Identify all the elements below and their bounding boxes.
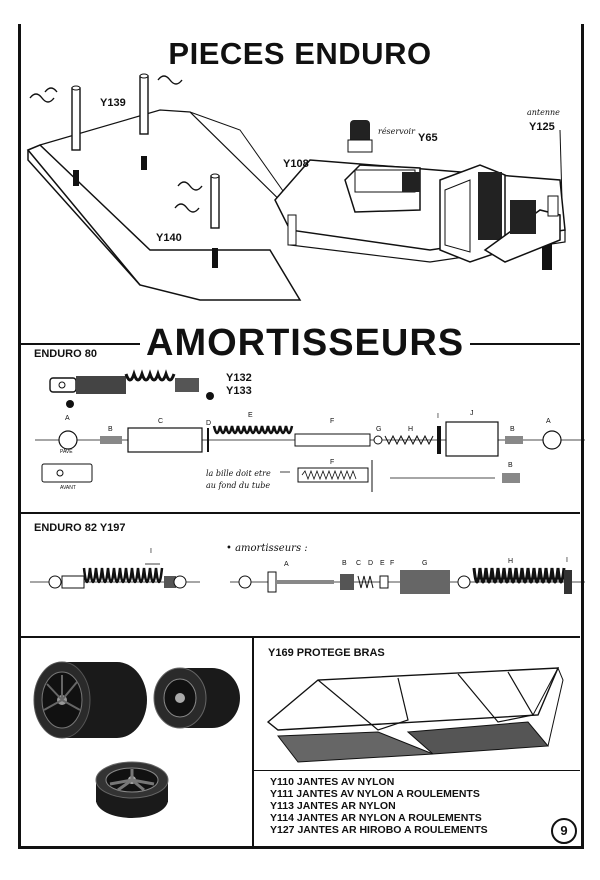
e80-tiny-avant: AVANT	[60, 485, 76, 491]
part-y133: Y133	[226, 385, 252, 397]
e82-letter-a: A	[284, 561, 289, 568]
e82-letter-b: B	[342, 560, 347, 567]
wheels-item-y114: Y114 JANTES AR NYLON A ROULEMENTS	[270, 812, 482, 824]
reservoir-label: réservoir	[378, 127, 415, 136]
e82-letter-g: G	[422, 560, 428, 567]
page-number: 9	[551, 818, 577, 844]
e80-letter-d: D	[206, 420, 212, 427]
e80-note-line2: au fond du tube	[206, 481, 271, 490]
page-frame	[18, 24, 584, 849]
e80-letter-f2: F	[330, 459, 335, 466]
antenne-label: antenne	[527, 108, 560, 117]
e80-letter-a2: A	[546, 418, 551, 425]
wheels-item-y111: Y111 JANTES AV NYLON A ROULEMENTS	[270, 788, 480, 800]
pieces-enduro-title: PIECES ENDURO	[168, 36, 432, 71]
part-y140: Y140	[156, 232, 182, 244]
e82-letter-e: E	[380, 560, 385, 567]
e82-letter-d: D	[368, 560, 374, 567]
enduro80-label: ENDURO 80	[34, 348, 97, 360]
wheels-item-y113: Y113 JANTES AR NYLON	[270, 800, 396, 812]
e82-letter-i: I	[566, 557, 568, 564]
wheels-item-y127: Y127 JANTES AR HIROBO A ROULEMENTS	[270, 824, 488, 836]
enduro82-shock-drawing	[30, 563, 585, 594]
e82-letter-f: F	[390, 560, 395, 567]
wheels-item-y110: Y110 JANTES AV NYLON	[270, 776, 395, 788]
divider-enduro82	[20, 512, 580, 514]
part-y65: Y65	[418, 132, 438, 144]
pieces-enduro-drawing	[26, 73, 566, 301]
e80-letter-c: C	[158, 418, 164, 425]
wheels-photo	[22, 640, 252, 840]
e80-letter-g: G	[376, 426, 382, 433]
enduro82-label: ENDURO 82 Y197	[34, 522, 126, 534]
e80-letter-i: I	[437, 413, 439, 420]
divider-vertical	[252, 636, 254, 846]
amortisseurs-title: AMORTISSEURS	[140, 322, 471, 365]
e80-letter-b: B	[108, 426, 113, 433]
e80-note-line1: la bille doit etre	[206, 469, 271, 478]
e82-letter-h: H	[508, 558, 514, 565]
e80-letter-h: H	[408, 426, 414, 433]
protege-bras-title: Y169 PROTEGE BRAS	[268, 647, 385, 659]
part-y132: Y132	[226, 372, 252, 384]
wheels-list: Y110 JANTES AV NYLON Y111 JANTES AV NYLO…	[270, 776, 488, 836]
e80-letter-j: J	[470, 410, 474, 417]
e80-letter-e: E	[248, 412, 253, 419]
enduro82-name: ENDURO 82	[34, 522, 97, 534]
part-y108: Y108	[283, 158, 309, 170]
part-y139: Y139	[100, 97, 126, 109]
e82-i-label: I	[150, 548, 152, 555]
amortisseurs-note: • amortisseurs :	[226, 543, 308, 554]
e80-letter-f: F	[330, 418, 335, 425]
e80-tiny-pave: PAVE	[60, 449, 73, 455]
part-y125: Y125	[529, 121, 555, 133]
e82-letter-c: C	[356, 560, 362, 567]
enduro82-ref: Y197	[99, 522, 126, 534]
divider-list	[252, 770, 580, 771]
enduro80-shock-drawing	[35, 369, 585, 492]
e80-letter-b3: B	[508, 462, 513, 469]
e80-letter-b2: B	[510, 426, 515, 433]
divider-bottom	[20, 636, 580, 638]
e80-letter-a: A	[65, 415, 70, 422]
protege-bras-drawing	[266, 666, 564, 763]
